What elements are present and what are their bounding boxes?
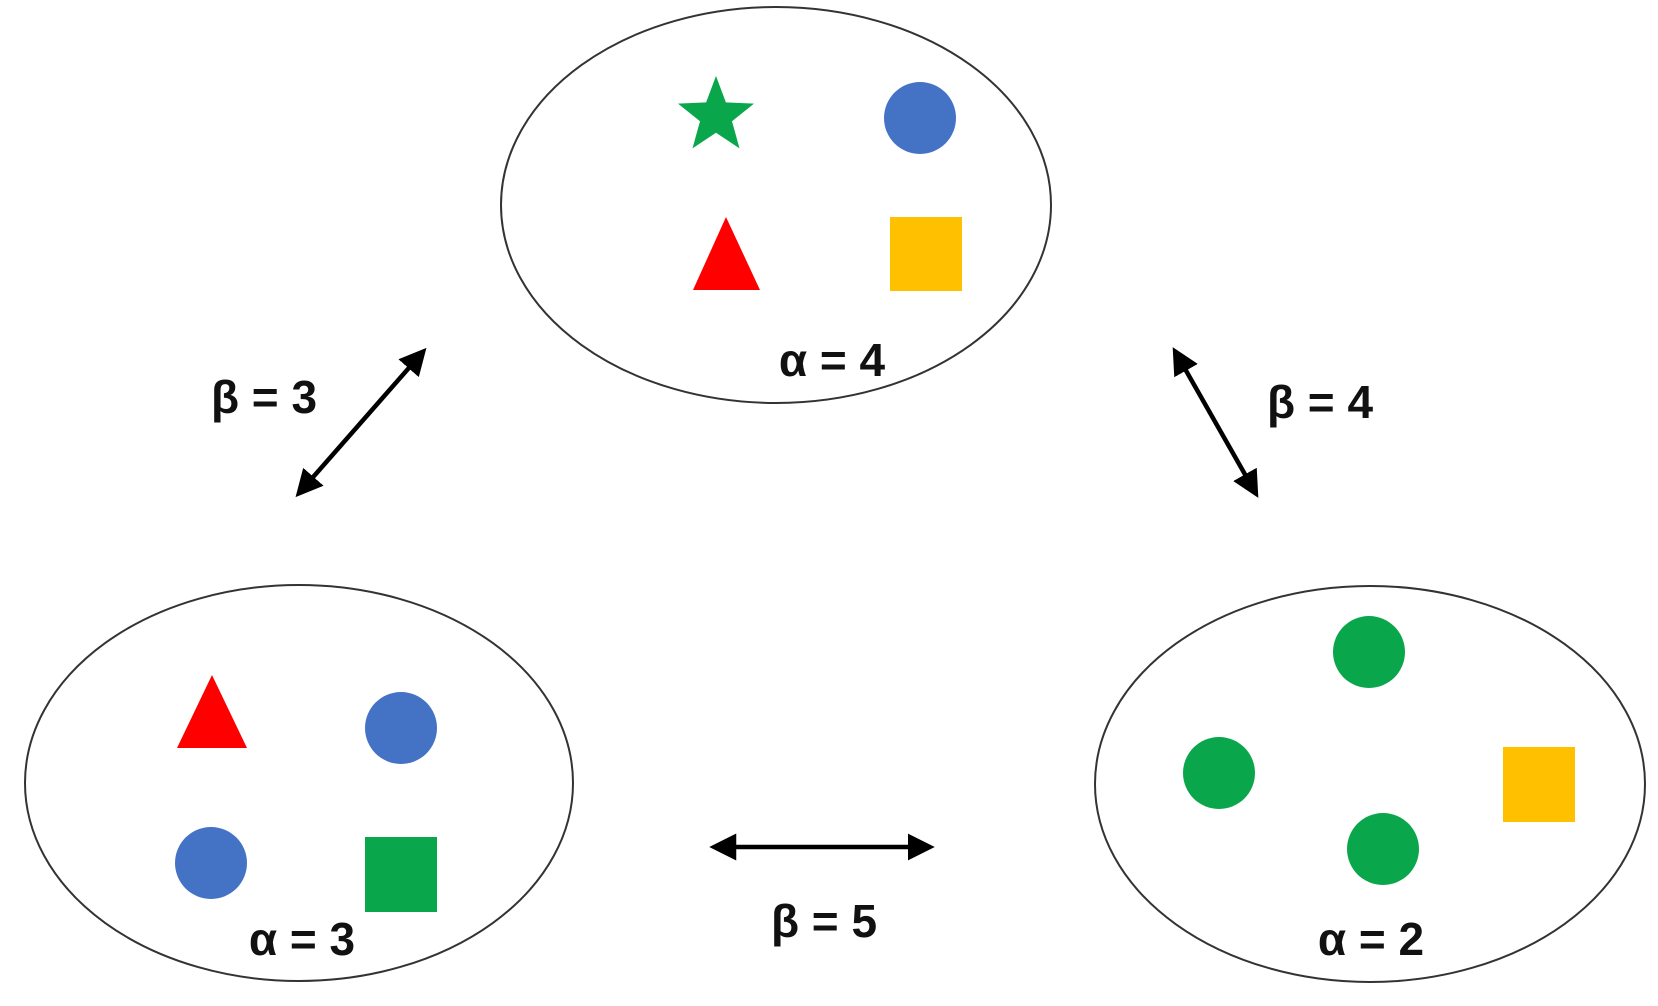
double-arrow-icon <box>1172 347 1259 498</box>
group-left-outline <box>24 584 574 982</box>
circle-icon <box>365 692 437 764</box>
triangle-icon <box>693 217 760 290</box>
link-top-right-beta-label: β = 4 <box>1267 376 1374 428</box>
triangle-icon <box>177 675 247 748</box>
circle-icon <box>1183 737 1255 809</box>
group-top: α = 4 <box>500 6 1052 404</box>
link-top-left: β = 3 <box>211 347 427 498</box>
square-icon <box>1503 747 1575 822</box>
link-top-left-beta-label: β = 3 <box>211 371 317 423</box>
circle-icon <box>175 827 247 899</box>
group-left: α = 3 <box>24 584 574 982</box>
square-icon <box>890 217 962 291</box>
star-icon <box>678 76 754 149</box>
group-top-outline <box>500 6 1052 404</box>
square-icon <box>365 837 437 912</box>
link-top-right: β = 4 <box>1172 347 1374 498</box>
circle-icon <box>884 82 956 154</box>
group-top-alpha-label: α = 4 <box>779 334 886 386</box>
group-left-alpha-label: α = 3 <box>249 913 355 965</box>
group-right-outline <box>1094 585 1646 983</box>
circle-icon <box>1347 813 1419 885</box>
link-left-right-beta-label: β = 5 <box>771 895 877 947</box>
circle-icon <box>1333 616 1405 688</box>
double-arrow-icon <box>295 347 427 498</box>
group-right-alpha-label: α = 2 <box>1318 913 1424 965</box>
link-left-right: β = 5 <box>709 833 935 947</box>
group-right: α = 2 <box>1094 585 1646 983</box>
